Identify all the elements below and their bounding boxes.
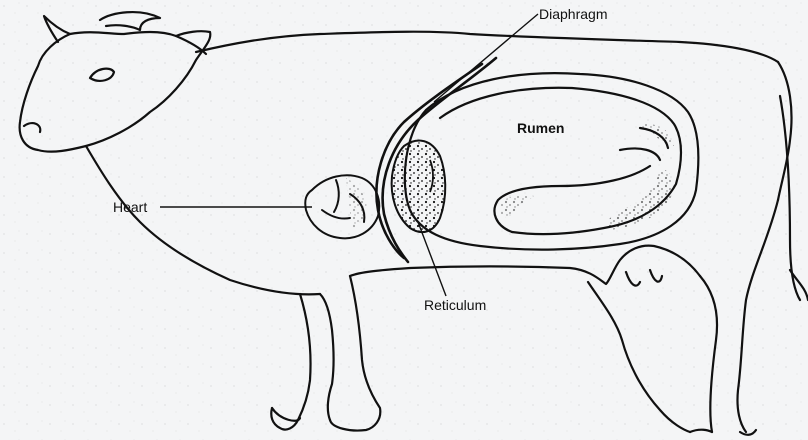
rumen-label: Rumen <box>517 121 564 135</box>
heart-label: Heart <box>113 200 147 214</box>
reticulum-label: Reticulum <box>424 298 486 312</box>
diaphragm-label: Diaphragm <box>539 7 607 21</box>
